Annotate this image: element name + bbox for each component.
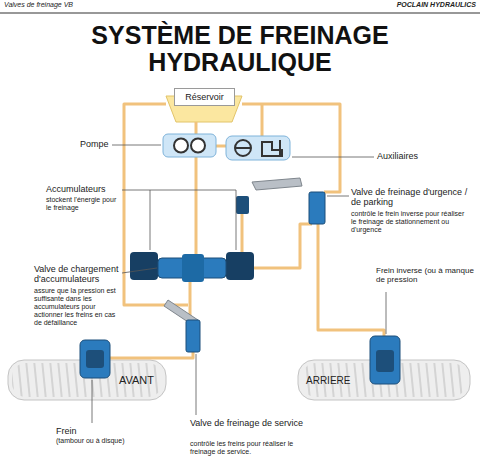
component-note: stockent l'énergie pour le freinage <box>46 196 118 212</box>
forklift-icon <box>262 140 282 156</box>
component-label: Accumulateurs <box>46 184 106 194</box>
gear <box>191 139 205 153</box>
component-note: assure que la pression est suffisante da… <box>34 287 120 327</box>
node-text: AVANT <box>119 374 154 386</box>
small-valve <box>236 196 249 214</box>
component-label: Valve de freinage de service <box>190 418 303 428</box>
rear-brake <box>370 336 400 384</box>
gear <box>174 139 188 153</box>
leader-lines <box>92 145 386 423</box>
wheel-rear: ARRIERE <box>298 360 470 400</box>
emergency-valve <box>309 192 325 224</box>
component-label: Frein inverse (ou à manque de pression <box>376 266 474 284</box>
title: SYSTÈME DE FREINAGE HYDRAULIQUE <box>60 22 420 76</box>
component-label: Pompe <box>80 139 109 149</box>
header-left: Valves de freinage VB <box>4 1 73 9</box>
auxiliaries <box>226 136 290 160</box>
accumulator <box>130 252 158 280</box>
reservoir-box: Réservoir <box>174 88 235 106</box>
component-label: Auxiliaires <box>377 151 418 161</box>
component-note: (tambour ou à disque) <box>56 437 124 445</box>
steering-wheel <box>235 140 251 156</box>
component-label: Valve de freinage d'urgence / de parking <box>351 187 471 208</box>
component-note: contrôle le frein inverse pour réaliser … <box>351 210 471 234</box>
header-right: POCLAIN HYDRAULICS <box>276 1 476 9</box>
hydraulic-pipes <box>108 104 384 358</box>
component-label: Valve de chargement d'accumulateurs <box>34 264 120 285</box>
service-valve <box>186 320 200 352</box>
header-rule <box>0 12 480 13</box>
charge-valve-core <box>182 254 204 282</box>
parking-lever <box>252 178 302 190</box>
pump <box>163 134 216 157</box>
accumulator <box>226 252 254 280</box>
wheel-front: AVANT <box>8 360 166 400</box>
component-label: Frein <box>56 426 77 436</box>
node-text: ARRIERE <box>306 375 350 386</box>
node-text: Réservoir <box>185 92 224 102</box>
component-note: contrôle les freins pour réaliser le fre… <box>190 440 310 456</box>
front-brake <box>80 340 110 378</box>
